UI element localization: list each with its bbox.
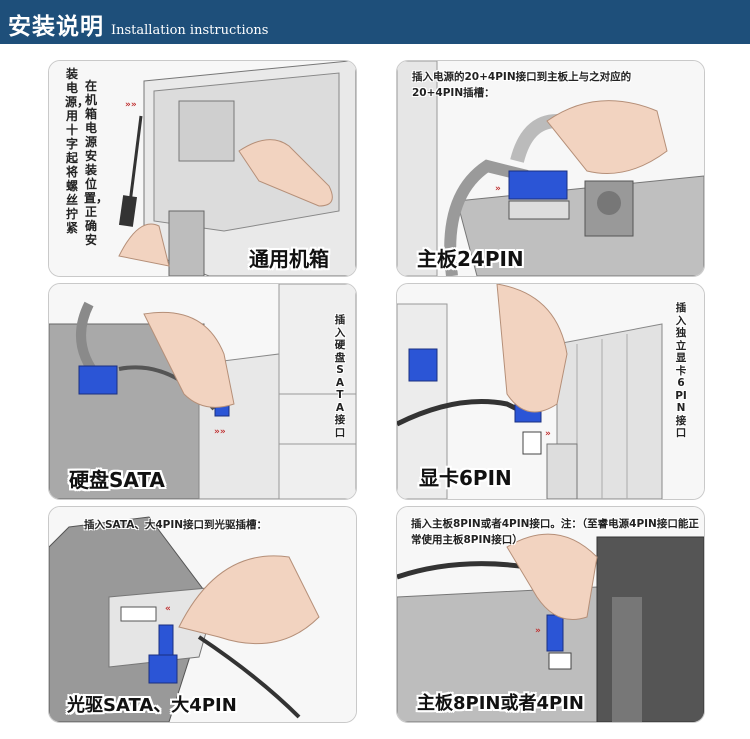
hdd-sata-label: 硬盘SATA	[69, 464, 165, 493]
panel-case: »» 在机箱电源安装位置，正确安 装电源，用十字起将螺丝拧紧 通用机箱	[48, 60, 357, 277]
header-title-en: Installation instructions	[111, 23, 268, 38]
svg-text:»: »	[495, 184, 501, 194]
panel-gpu-6pin: » 插入独立显卡6PIN接口 显卡6PIN	[396, 283, 705, 500]
panel-mb8pin: » 插入主板8PIN或者4PIN接口。注：（至睿电源4PIN接口能正常使用主板8…	[396, 506, 705, 723]
header-title-cn: 安装说明	[8, 7, 104, 41]
svg-text:»: »	[545, 429, 551, 439]
svg-text:»»: »»	[214, 427, 226, 437]
odd-sata-illustration: «	[49, 507, 356, 722]
svg-text:«: «	[165, 604, 171, 614]
mb8pin-note: 插入主板8PIN或者4PIN接口。注：（至睿电源4PIN接口能正常使用主板8PI…	[411, 516, 701, 548]
header-bar: 安装说明 Installation instructions	[0, 0, 750, 44]
odd-sata-label: 光驱SATA、大4PIN	[67, 691, 237, 717]
odd-sata-note: 插入SATA、大4PIN接口到光驱插槽：	[84, 517, 354, 533]
mb8pin-label: 主板8PIN或者4PIN	[417, 689, 584, 715]
gpu-6pin-note: 插入独立显卡6PIN接口	[675, 302, 687, 440]
case-note-col2: 装电源，用十字起将螺丝拧紧	[65, 67, 79, 235]
mb24pin-label: 主板24PIN	[417, 243, 524, 272]
mb24pin-note: 插入电源的20+4PIN接口到主板上与之对应的20+4PIN插槽：	[412, 69, 642, 101]
case-label: 通用机箱	[249, 243, 329, 272]
svg-text:»»: »»	[125, 100, 137, 110]
hdd-sata-note: 插入硬盘SATA接口	[334, 314, 346, 439]
panel-odd-sata: « 插入SATA、大4PIN接口到光驱插槽： 光驱SATA、大4PIN	[48, 506, 357, 723]
svg-text:»: »	[535, 626, 541, 636]
gpu-6pin-label: 显卡6PIN	[419, 462, 512, 491]
panel-hdd-sata: »» 插入硬盘SATA接口 硬盘SATA	[48, 283, 357, 500]
panel-mb24pin: » 插入电源的20+4PIN接口到主板上与之对应的20+4PIN插槽： 主板24…	[396, 60, 705, 277]
